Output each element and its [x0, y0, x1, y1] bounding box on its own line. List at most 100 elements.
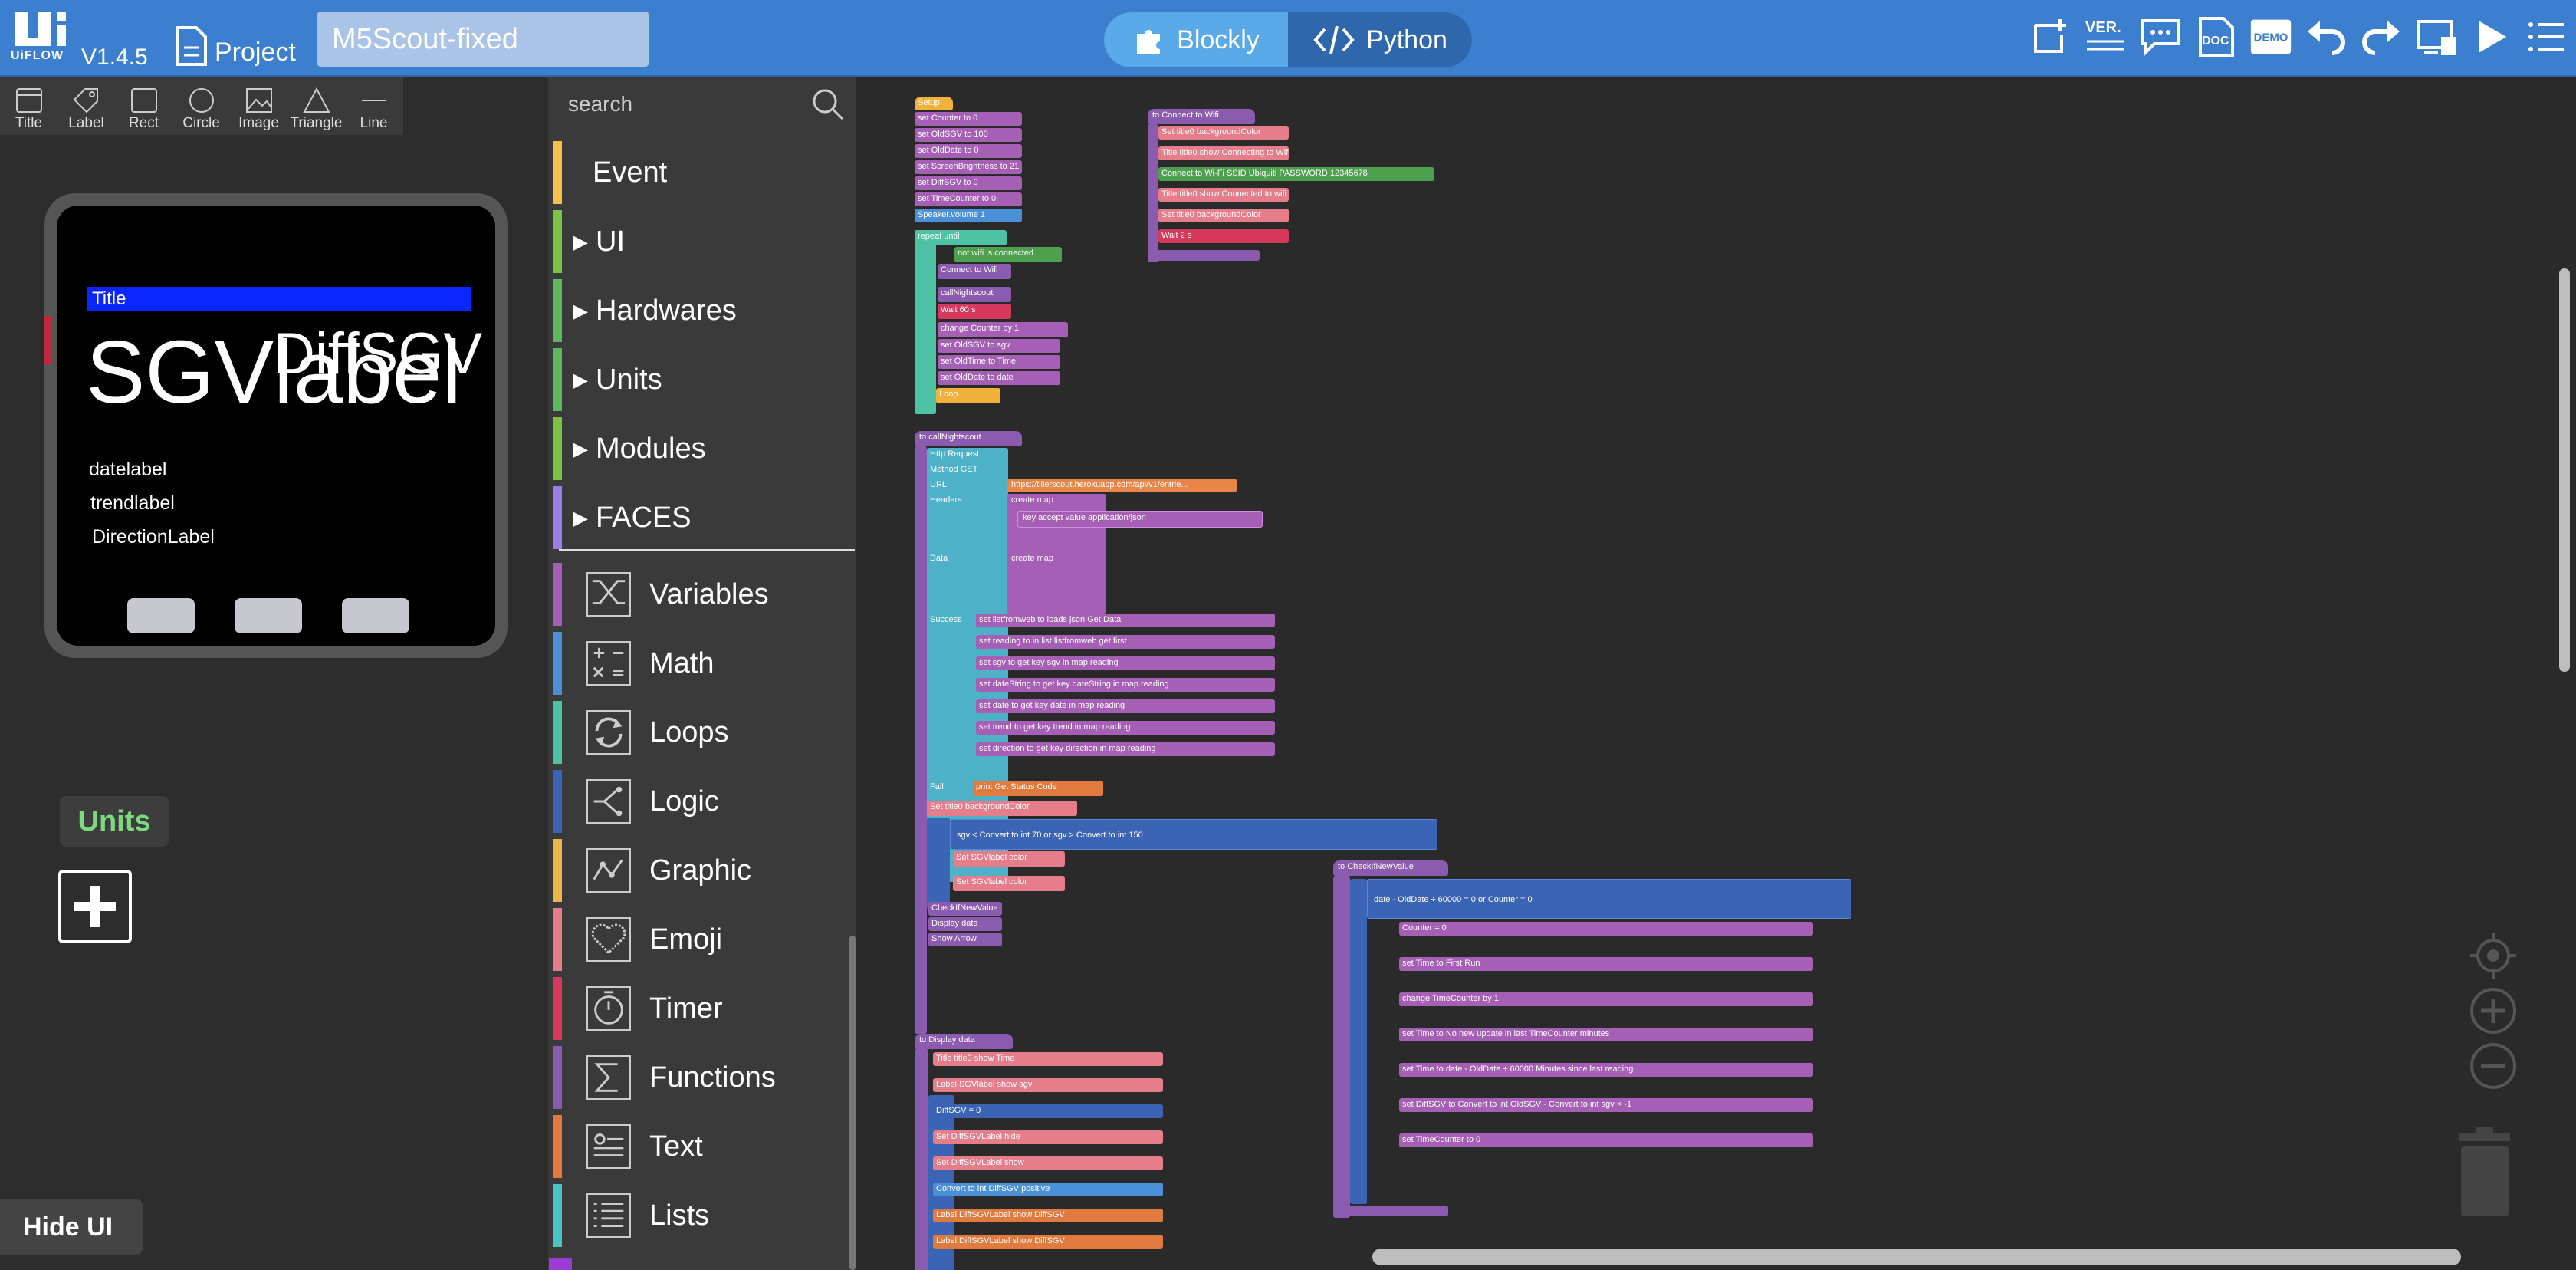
- shape-title[interactable]: Title: [0, 77, 58, 135]
- wifi-line-2[interactable]: Connect to Wi-Fi SSID Ubiquiti PASSWORD …: [1158, 167, 1434, 181]
- device-button-c[interactable]: [342, 598, 409, 633]
- shape-line[interactable]: Line: [345, 77, 402, 135]
- success-line-2[interactable]: set sgv to get key sgv in map reading: [976, 656, 1275, 670]
- wait-60-block[interactable]: Wait 60 s: [938, 304, 1011, 319]
- expand-triangle-icon[interactable]: ▶: [573, 505, 588, 529]
- check-line-4[interactable]: set Time to date - OldDate ÷ 60000 Minut…: [1399, 1063, 1813, 1077]
- search-icon[interactable]: [810, 87, 846, 122]
- wifi-function-header[interactable]: to Connect to Wifi: [1148, 109, 1255, 124]
- expand-triangle-icon[interactable]: ▶: [573, 298, 588, 322]
- set-bg-block[interactable]: Set title0 backgroundColor: [927, 801, 1077, 816]
- shape-label[interactable]: Label: [58, 77, 115, 135]
- date-label-widget[interactable]: datelabel: [89, 459, 167, 480]
- toolbox-category-timer[interactable]: Timer: [548, 974, 856, 1043]
- zoom-in-icon[interactable]: [2469, 986, 2518, 1035]
- title-widget[interactable]: Title: [87, 287, 471, 311]
- wifi-line-4[interactable]: Set title0 backgroundColor: [1158, 209, 1289, 222]
- do-red-block[interactable]: Set SGVlabel color: [953, 851, 1065, 867]
- shape-circle[interactable]: Circle: [172, 77, 230, 135]
- setup-line-6[interactable]: Speaker.volume 1: [915, 209, 1022, 222]
- loop-set-line-2[interactable]: set OldDate to date: [938, 371, 1060, 385]
- project-name-input[interactable]: M5Scout-fixed: [317, 12, 649, 67]
- nightscout-call-2[interactable]: Show Arrow: [928, 933, 1002, 946]
- loop-set-line-0[interactable]: set OldSGV to sgv: [938, 339, 1060, 353]
- method-get[interactable]: Method GET: [930, 463, 1007, 477]
- loop-block[interactable]: Loop: [936, 388, 1001, 403]
- recenter-icon[interactable]: [2469, 931, 2518, 980]
- toolbox-category-units[interactable]: ▶Units: [548, 345, 856, 414]
- device-button-a[interactable]: [127, 598, 195, 633]
- expand-triangle-icon[interactable]: ▶: [573, 436, 588, 460]
- fail-print-block[interactable]: print Get Status Code: [973, 781, 1103, 796]
- setup-line-5[interactable]: set TimeCounter to 0: [915, 192, 1022, 206]
- display-line-1[interactable]: Label SGVlabel show sgv: [933, 1078, 1163, 1092]
- toolbox-category-graphic[interactable]: Graphic: [548, 836, 856, 905]
- call-nightscout-call[interactable]: callNightscout: [938, 287, 1011, 302]
- if-block[interactable]: [927, 818, 950, 910]
- display-function-header[interactable]: to Display data: [915, 1034, 1013, 1049]
- setup-line-1[interactable]: set OldSGV to 100: [915, 128, 1022, 142]
- display-line-4[interactable]: Set DiffSGVLabel show: [933, 1156, 1163, 1170]
- nightscout-call-1[interactable]: Display data: [928, 917, 1002, 931]
- undo-button[interactable]: [2305, 14, 2348, 60]
- success-line-0[interactable]: set listfromweb to loads json Get Data: [976, 614, 1275, 627]
- map-entry-accept[interactable]: key accept value application/json: [1017, 511, 1263, 528]
- else-green-block[interactable]: Set SGVlabel color: [953, 876, 1065, 891]
- nightscout-call-0[interactable]: CheckIfNewValue: [928, 902, 1002, 916]
- check-if-block[interactable]: [1350, 879, 1367, 1204]
- repeat-until-label[interactable]: repeat until: [915, 230, 1007, 245]
- toolbox-category-variables[interactable]: Variables: [548, 560, 856, 629]
- add-unit-button[interactable]: [58, 870, 132, 943]
- display-line-3[interactable]: Set DiffSGVLabel hide: [933, 1130, 1163, 1144]
- hide-ui-button[interactable]: Hide UI: [0, 1199, 143, 1255]
- expand-triangle-icon[interactable]: ▶: [573, 229, 588, 253]
- wifi-line-5[interactable]: Wait 2 s: [1158, 229, 1289, 243]
- toolbox-category-logic[interactable]: Logic: [548, 767, 856, 836]
- create-map-data[interactable]: create map: [1007, 552, 1106, 614]
- change-counter-block[interactable]: change Counter by 1: [938, 322, 1068, 337]
- check-line-2[interactable]: change TimeCounter by 1: [1399, 992, 1813, 1006]
- chat-button[interactable]: [2139, 14, 2182, 60]
- check-line-5[interactable]: set DiffSGV to Convert to int OldSGV - C…: [1399, 1098, 1813, 1112]
- project-button[interactable]: Project: [175, 20, 296, 67]
- zoom-out-icon[interactable]: [2469, 1041, 2518, 1091]
- check-line-3[interactable]: set Time to No new update in last TimeCo…: [1399, 1028, 1813, 1041]
- setup-line-0[interactable]: set Counter to 0: [915, 112, 1022, 126]
- display-line-6[interactable]: Label DiffSGVLabel show DiffSGV: [933, 1209, 1163, 1222]
- toolbox-search[interactable]: search: [548, 77, 856, 132]
- diff-sgv-label-widget[interactable]: DiffSGV: [273, 321, 483, 387]
- success-line-4[interactable]: set date to get key date in map reading: [976, 699, 1275, 713]
- display-line-2[interactable]: DiffSGV = 0: [933, 1104, 1163, 1118]
- toolbox-category-lists[interactable]: Lists: [548, 1181, 856, 1250]
- success-line-5[interactable]: set trend to get key trend in map readin…: [976, 721, 1275, 735]
- check-line-6[interactable]: set TimeCounter to 0: [1399, 1133, 1813, 1147]
- device-button-b[interactable]: [235, 598, 302, 633]
- toolbox-scrollbar[interactable]: [849, 936, 856, 1270]
- connect-wifi-call[interactable]: Connect to Wifi: [938, 264, 1011, 279]
- sgv-label-widget[interactable]: SGVlabel: [86, 322, 462, 422]
- run-button[interactable]: [2470, 14, 2513, 60]
- setup-hat-block[interactable]: Setup: [915, 97, 953, 110]
- shape-triangle[interactable]: Triangle: [288, 77, 345, 135]
- loop-set-line-1[interactable]: set OldTime to Time: [938, 355, 1060, 369]
- shape-image[interactable]: Image: [230, 77, 288, 135]
- toolbox-category-ui[interactable]: ▶UI: [548, 207, 856, 276]
- blockly-mode-button[interactable]: Blockly: [1104, 12, 1288, 67]
- workspace-vertical-scrollbar[interactable]: [2559, 268, 2570, 672]
- redo-button[interactable]: [2360, 14, 2403, 60]
- toolbox-category-functions[interactable]: Functions: [548, 1043, 856, 1112]
- setup-line-2[interactable]: set OldDate to 0: [915, 144, 1022, 158]
- wifi-line-3[interactable]: Title title0 show Connected to wifi: [1158, 188, 1289, 202]
- new-file-button[interactable]: [2029, 14, 2072, 60]
- toolbox-category-modules[interactable]: ▶Modules: [548, 414, 856, 483]
- setup-line-3[interactable]: set ScreenBrightness to 21: [915, 160, 1022, 174]
- toolbox-category-math[interactable]: Math: [548, 629, 856, 698]
- not-wifi-condition[interactable]: not wifi is connected: [955, 247, 1062, 262]
- python-mode-button[interactable]: Python: [1288, 12, 1472, 67]
- check-function-header[interactable]: to CheckIfNewValue: [1333, 860, 1448, 876]
- trash-icon[interactable]: [2453, 1127, 2516, 1218]
- expand-triangle-icon[interactable]: ▶: [573, 367, 588, 391]
- menu-button[interactable]: [2525, 14, 2568, 60]
- success-line-6[interactable]: set direction to get key direction in ma…: [976, 742, 1275, 756]
- nightscout-function-header[interactable]: to callNightscout: [915, 431, 1022, 446]
